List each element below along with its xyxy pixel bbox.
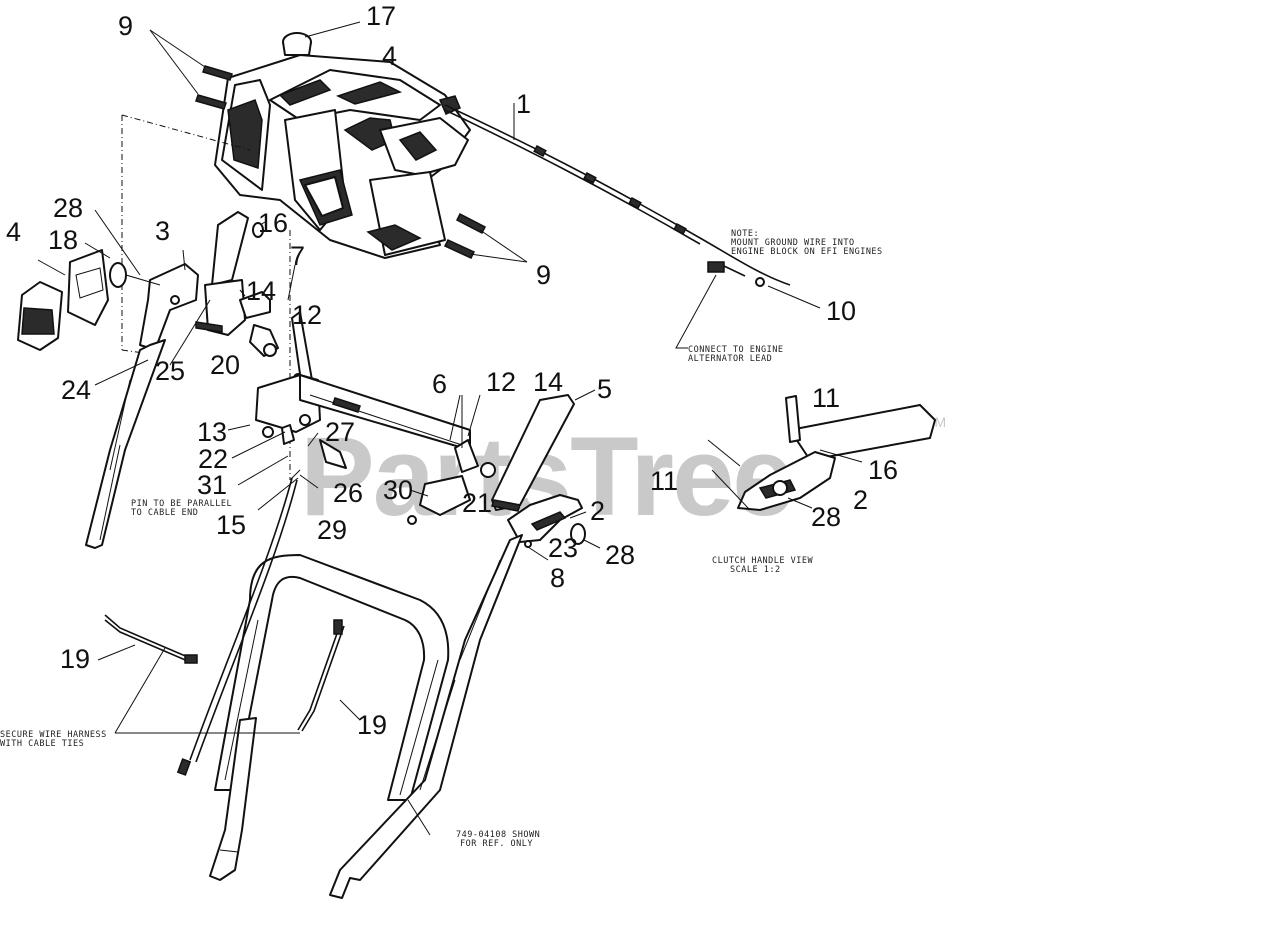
bolts-9-left [149, 29, 233, 110]
knob-17 [282, 21, 361, 56]
callout-5: 5 [597, 374, 612, 404]
alternator-note: ALTERNATOR LEAD [688, 354, 772, 364]
callout-29: 29 [317, 515, 347, 545]
clutch-view-note: CLUTCH HANDLE VIEW [712, 556, 813, 566]
callout-11: 11 [650, 466, 678, 496]
cable-19-middle [297, 619, 361, 732]
upper-handle-hoop [214, 554, 450, 801]
linkage-14-20 [169, 289, 279, 366]
bolts-9-right [443, 212, 528, 263]
callout-20: 20 [210, 350, 240, 380]
callout-28: 28 [605, 540, 635, 570]
pin-note: TO CABLE END [131, 508, 198, 518]
callout-16: 16 [258, 208, 288, 238]
harness-note: SECURE WIRE HARNESS [0, 730, 107, 740]
dash-panel-cover [214, 54, 471, 259]
callout-24: 24 [61, 375, 91, 405]
callout-11: 11 [812, 383, 840, 413]
callout-31: 31 [197, 470, 227, 500]
harness-note: WITH CABLE TIES [0, 739, 84, 749]
lower-handle-left [209, 717, 257, 881]
right-handle-tube [329, 534, 523, 899]
engine-note: ENGINE BLOCK ON EFI ENGINES [731, 247, 883, 257]
callout-27: 27 [325, 417, 355, 447]
callout-12: 12 [486, 367, 516, 397]
alternator-note: CONNECT TO ENGINE [688, 345, 784, 355]
shift-handle-16 [195, 211, 266, 336]
clutch-assembly-6 [407, 395, 496, 525]
engine-note: NOTE: [731, 229, 759, 239]
callout-labels: 1 2 2 3 4 4 5 6 7 8 9 9 10 11 11 12 12 1… [6, 1, 898, 740]
wire-harness-1 [444, 103, 821, 349]
callout-22: 22 [198, 444, 228, 474]
engine-note: MOUNT GROUND WIRE INTO [731, 238, 855, 248]
callout-16: 16 [868, 455, 898, 485]
callout-9: 9 [118, 11, 133, 41]
callout-28: 28 [811, 502, 841, 532]
callout-8: 8 [550, 563, 565, 593]
cable-29 [176, 469, 301, 776]
grip-2 [507, 494, 601, 549]
callout-28: 28 [53, 193, 83, 223]
reference-note: 749-04108 SHOWN [456, 830, 540, 840]
bracket-3 [94, 209, 199, 351]
callout-30: 30 [383, 475, 413, 505]
callout-10: 10 [826, 296, 856, 326]
callout-9: 9 [536, 260, 551, 290]
callout-18: 18 [48, 225, 78, 255]
callout-23: 23 [548, 533, 578, 563]
left-cover-4 [17, 242, 111, 351]
cable-19-left [97, 614, 198, 664]
clutch-view-note: SCALE 1:2 [730, 565, 781, 575]
callout-12: 12 [292, 300, 322, 330]
callout-17: 17 [366, 1, 396, 31]
cross-shaft-30 [255, 374, 471, 469]
callout-4: 4 [6, 217, 21, 247]
callout-14: 14 [246, 276, 276, 306]
reference-leader [407, 799, 431, 836]
reference-note: FOR REF. ONLY [460, 839, 533, 849]
callout-15: 15 [216, 510, 246, 540]
callout-19: 19 [60, 644, 90, 674]
clutch-handle-view [707, 395, 936, 511]
callout-14: 14 [533, 367, 563, 397]
callout-3: 3 [155, 216, 170, 246]
leader-lines [94, 359, 587, 561]
harness-tie-lines [114, 647, 300, 734]
callout-2: 2 [590, 496, 605, 526]
callout-21: 21 [462, 488, 492, 518]
callout-6: 6 [432, 369, 447, 399]
left-handle-tube [85, 339, 166, 549]
callout-2: 2 [853, 485, 868, 515]
callout-1: 1 [516, 89, 531, 119]
callout-25: 25 [155, 356, 185, 386]
callout-26: 26 [333, 478, 363, 508]
handle-5 [491, 389, 596, 512]
pin-note: PIN TO BE PARALLEL [131, 499, 232, 509]
callout-13: 13 [197, 417, 227, 447]
callout-4: 4 [382, 41, 397, 71]
diagram-notes: NOTE: MOUNT GROUND WIRE INTO ENGINE BLOC… [0, 229, 883, 849]
callout-19: 19 [357, 710, 387, 740]
callout-7: 7 [290, 241, 305, 271]
